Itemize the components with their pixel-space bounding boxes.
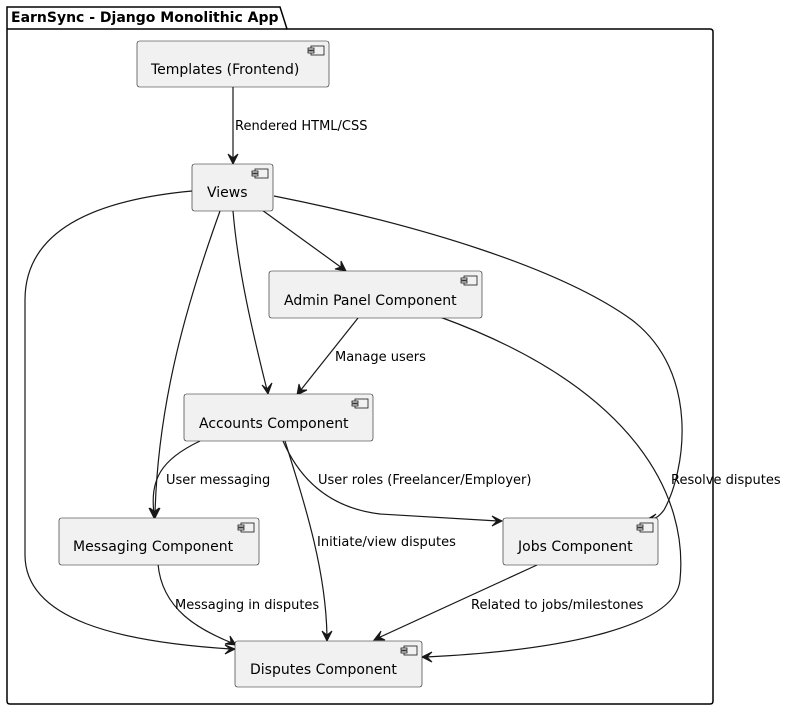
component-label: Messaging Component [73,539,234,555]
package-earnsync: EarnSync - Django Monolithic App [6,6,714,705]
component-icon [251,168,269,179]
edge-label-manage-users: Manage users [335,350,426,365]
edge-templates-to-views: Rendered HTML/CSS [227,87,368,166]
component-label: Jobs Component [517,539,633,555]
edge-label-user-roles: User roles (Freelancer/Employer) [318,473,531,488]
edge-jobs-to-disputes: Related to jobs/milestones [372,564,644,641]
component-admin-panel[interactable]: Admin Panel Component [268,270,483,319]
edge-accounts-to-messaging: User messaging [148,440,270,520]
edge-label-messaging-in-disputes: Messaging in disputes [175,598,319,613]
package-frame [6,6,714,705]
edges: Rendered HTML/CSS Resolve disputes [24,87,781,663]
edge-admin-to-disputes [420,316,682,663]
package-title: EarnSync - Django Monolithic App [11,10,279,26]
component-icon [400,645,418,656]
component-accounts[interactable]: Accounts Component [183,393,374,442]
edge-messaging-to-disputes: Messaging in disputes [157,563,319,646]
edge-label-resolve-disputes: Resolve disputes [671,473,781,488]
component-messaging[interactable]: Messaging Component [58,517,260,566]
edge-accounts-to-jobs: User roles (Freelancer/Employer) [282,440,531,527]
component-icon [237,522,255,533]
edge-label-related-to-jobs: Related to jobs/milestones [471,598,644,613]
component-label: Accounts Component [199,416,349,432]
edge-views-to-disputes [24,190,237,655]
component-icon [307,45,325,56]
component-jobs[interactable]: Jobs Component [502,517,659,566]
component-label: Templates (Frontend) [150,62,299,78]
component-icon [351,398,369,409]
component-label: Views [207,185,248,201]
edge-accounts-to-disputes: Initiate/view disputes [284,440,456,643]
edge-label-user-messaging: User messaging [166,473,270,488]
component-icon [460,275,478,286]
component-templates[interactable]: Templates (Frontend) [136,40,330,88]
edge-label-initiate-view-disputes: Initiate/view disputes [317,535,456,550]
edge-views-to-accounts [232,210,273,396]
component-icon [636,522,654,533]
component-views[interactable]: Views [191,163,274,212]
edge-admin-to-accounts: Manage users [296,317,426,396]
component-disputes[interactable]: Disputes Component [234,640,423,688]
component-label: Disputes Component [250,662,397,678]
edge-views-to-admin [261,209,347,272]
component-label: Admin Panel Component [284,293,457,309]
edge-label-rendered-html: Rendered HTML/CSS [235,119,368,134]
